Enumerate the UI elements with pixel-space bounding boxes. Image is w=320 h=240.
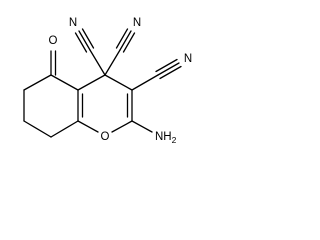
atom-label-nitrogen-cyano-a: N	[69, 17, 77, 29]
bond-cn-a-triple-3	[74, 32, 88, 53]
bond-cn-b-triple-1	[119, 30, 132, 51]
bond-cn-c-triple-1	[157, 62, 180, 76]
bond-c5-c6	[50, 74, 79, 91]
bond-c3-cn-c	[131, 74, 159, 91]
bond-cn-b-triple-2	[115, 28, 129, 49]
atom-label-nitrogen-cyano-b: N	[133, 17, 141, 29]
bond-c4-cn-b	[104, 49, 121, 76]
bond-cn-a-triple-2	[81, 28, 95, 49]
bond-c6-c7	[23, 74, 52, 91]
bond-cn-c-triple-3	[159, 65, 182, 80]
bond-c4a-c4	[77, 74, 106, 91]
atom-label-oxygen-ketone: O	[49, 35, 58, 47]
bond-c2-o1	[111, 120, 133, 133]
bond-c4-cn-a	[89, 49, 106, 76]
bond-o1-c8a	[77, 120, 99, 133]
bond-cn-b-triple-3	[122, 32, 136, 53]
bond-cn-c-triple-2	[155, 58, 178, 73]
bond-c2-nh2	[131, 120, 153, 133]
bond-c4-c3	[104, 74, 133, 91]
bond-cn-a-triple-1	[78, 30, 91, 51]
atom-label-nitrogen-cyano-c: N	[184, 53, 192, 65]
atom-label-oxygen-ring: O	[101, 131, 110, 143]
bond-c8-c9	[23, 120, 52, 138]
bond-c9-c8a	[50, 120, 79, 138]
chemical-structure-diagram: O O N N N NH2	[23, 17, 192, 145]
atom-label-amino-group: NH2	[155, 131, 177, 145]
